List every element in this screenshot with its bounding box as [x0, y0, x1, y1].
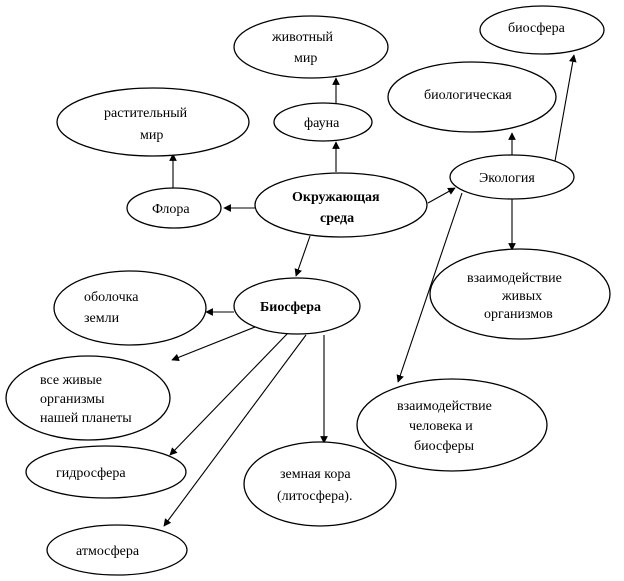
node-shell-earth: оболочка земли: [53, 270, 207, 346]
node-hydrosphere-label: гидросфера: [56, 466, 126, 481]
node-biosphere-top-label: биосфера: [508, 21, 566, 36]
node-animal-world: животный мир: [233, 15, 389, 79]
arrow-biosphere-to-hydro: [169, 332, 289, 456]
node-interaction-human: взаимодействие человека и биосферы: [356, 378, 548, 472]
node-interaction-living-line3: организмов: [484, 307, 553, 322]
node-fauna-label: фауна: [304, 116, 340, 131]
node-atmosphere-label: атмосфера: [76, 544, 140, 559]
node-biosphere: Биосфера: [233, 277, 361, 335]
node-atmosphere: атмосфера: [46, 524, 188, 576]
node-environment-line1: Окружающая: [292, 190, 380, 205]
arrow-env-to-ecology: [427, 187, 456, 204]
node-all-living-line3: нашей планеты: [40, 411, 132, 426]
node-earth-crust: земная кора (литосфера).: [243, 441, 397, 527]
node-animal-world-line1: животный: [271, 30, 334, 45]
node-hydrosphere: гидросфера: [25, 445, 187, 499]
arrow-biosphere-to-atmo: [163, 334, 307, 527]
node-earth-crust-line1: земная кора: [280, 467, 351, 482]
node-interaction-living-line2: живых: [501, 289, 542, 304]
node-earth-crust-line2: (литосфера).: [277, 489, 352, 504]
node-environment: Окружающая среда: [254, 172, 428, 238]
node-plant-world-line1: растительный: [104, 106, 188, 121]
node-shell-earth-line1: оболочка: [84, 290, 139, 305]
node-ecology-label: Экология: [479, 171, 535, 186]
arrow-ecology-to-biosphere-top: [554, 54, 577, 162]
node-animal-world-line2: мир: [294, 51, 317, 66]
node-interaction-human-line3: биосферы: [414, 439, 475, 454]
node-biosphere-label: Биосфера: [260, 300, 321, 315]
node-flora: Флора: [126, 187, 222, 229]
node-flora-label: Флора: [152, 202, 190, 217]
node-all-living: все живые организмы нашей планеты: [5, 355, 171, 441]
node-all-living-line1: все живые: [40, 373, 102, 388]
node-biological-label: биологическая: [424, 88, 512, 103]
arrow-env-to-biosphere: [294, 235, 311, 277]
node-all-living-line2: организмы: [40, 392, 105, 407]
node-biological: биологическая: [387, 61, 557, 133]
node-interaction-living: взаимодействие живых организмов: [429, 248, 611, 340]
node-plant-world: растительный мир: [56, 87, 250, 157]
node-environment-line2: среда: [320, 211, 354, 226]
node-shell-earth-line2: земли: [84, 311, 120, 326]
arrow-biosphere-to-all-living: [171, 324, 261, 362]
node-fauna: фауна: [273, 102, 373, 142]
node-biosphere-top: биосфера: [479, 5, 605, 55]
node-interaction-human-line1: взаимодействие: [397, 399, 492, 414]
node-plant-world-line2: мир: [140, 128, 163, 143]
node-interaction-human-line2: человека и: [409, 419, 473, 434]
node-interaction-living-line1: взаимодействие: [467, 271, 562, 286]
arrow-ecology-to-interact-human: [396, 192, 463, 383]
node-ecology: Экология: [449, 154, 575, 200]
connectors: [163, 54, 577, 527]
